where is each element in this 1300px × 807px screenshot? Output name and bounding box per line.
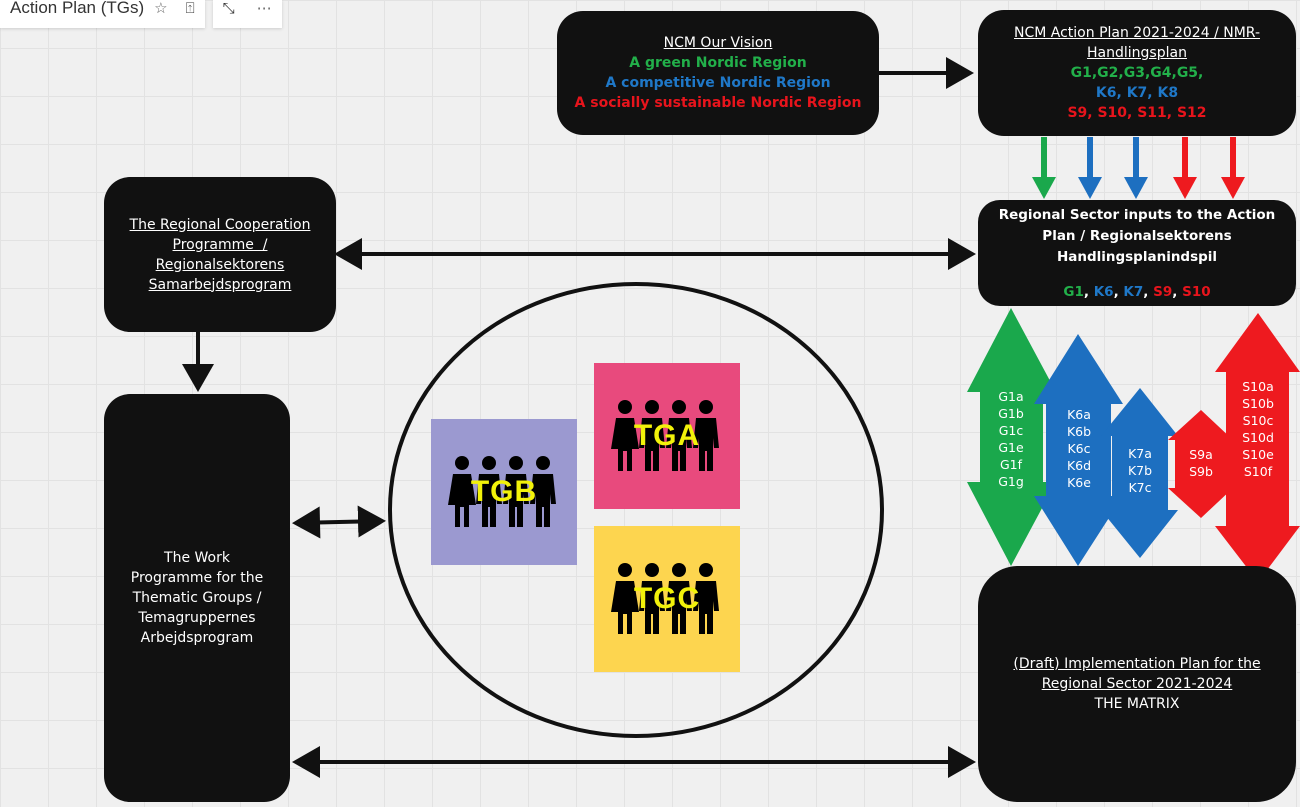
person-figure — [666, 400, 692, 471]
sector-code-s9: S9 — [1153, 283, 1173, 300]
k7-arrow-list: K7a K7b K7c — [1122, 445, 1158, 496]
sector-inputs-title: Regional Sector inputs to the Action Pla… — [998, 206, 1276, 265]
sector-code-g1: G1 — [1063, 283, 1084, 300]
person-figure — [530, 456, 556, 527]
people-icon — [448, 456, 556, 527]
person-figure — [448, 456, 476, 527]
upload-icon[interactable]: ⍐ — [185, 0, 195, 17]
sector-code-k6: K6 — [1093, 283, 1114, 300]
list-item: K6c — [1067, 441, 1091, 456]
board-title-segment: Action Plan (TGs) ☆ ⍐ — [0, 0, 205, 28]
double-arrow-k6 — [1034, 334, 1123, 566]
action-plan-red: S9, S10, S11, S12 — [1067, 105, 1207, 121]
person-figure — [666, 563, 692, 634]
vision-social: A socially sustainable Nordic Region — [574, 95, 862, 111]
arrow-red-down-1 — [1173, 137, 1197, 199]
list-item: S10d — [1242, 430, 1274, 445]
list-item: G1g — [998, 474, 1024, 489]
double-arrow-green — [967, 308, 1056, 566]
sector-code-s10: S10 — [1182, 283, 1211, 300]
list-item: G1c — [998, 423, 1024, 438]
arrow-green-down — [1032, 137, 1056, 199]
vision-title: NCM Our Vision — [663, 35, 773, 51]
list-item: S10c — [1242, 413, 1274, 428]
regional-programme-box[interactable]: The Regional Cooperation Programme / Reg… — [104, 177, 336, 332]
person-figure — [639, 400, 665, 471]
arrow-red-down-2 — [1221, 137, 1245, 199]
double-arrow-s10 — [1215, 313, 1300, 582]
sector-code-k7: K7 — [1123, 283, 1144, 300]
implementation-line-2: Regional Sector 2021-2024 — [1041, 676, 1233, 692]
programme-line-2: Programme / — [172, 236, 268, 253]
list-item: S10f — [1243, 464, 1273, 479]
list-item: K7c — [1128, 480, 1152, 495]
work-programme-box[interactable]: The Work Programme for the Thematic Grou… — [104, 394, 290, 802]
vision-green: A green Nordic Region — [629, 55, 807, 71]
list-item: S10e — [1242, 447, 1274, 462]
implementation-line-3: THE MATRIX — [1094, 696, 1180, 712]
arrow-blue-down-2 — [1124, 137, 1148, 199]
board-title[interactable]: Action Plan (TGs) — [10, 0, 145, 17]
list-item: S9a — [1189, 447, 1213, 462]
s10-arrow-list: S10a S10b S10c S10d S10e S10f — [1237, 378, 1279, 480]
person-figure — [476, 456, 502, 527]
list-item: K6b — [1066, 424, 1092, 439]
list-item: G1e — [998, 440, 1024, 455]
s9-arrow-list: S9a S9b — [1184, 446, 1218, 480]
fit-screen-icon[interactable]: ⤡ — [222, 0, 235, 17]
list-item: S9b — [1189, 464, 1213, 479]
view-controls-segment: ⤡ ⋯ — [212, 0, 282, 28]
double-arrow-s9 — [1168, 410, 1233, 518]
more-icon[interactable]: ⋯ — [256, 0, 272, 17]
people-icon — [611, 400, 719, 471]
implementation-line-1: (Draft) Implementation Plan for the — [1013, 656, 1261, 672]
list-item: G1a — [998, 389, 1024, 404]
person-figure — [693, 400, 719, 471]
list-item: S10a — [1242, 379, 1274, 394]
sector-inputs-box[interactable]: Regional Sector inputs to the Action Pla… — [978, 200, 1296, 306]
list-item: K6a — [1067, 407, 1091, 422]
action-plan-box[interactable]: NCM Action Plan 2021-2024 / NMR-Handling… — [978, 10, 1296, 136]
group-tgc-label: TGC — [633, 582, 701, 615]
vision-box[interactable]: NCM Our Vision A green Nordic Region A c… — [557, 11, 879, 135]
list-item: S10b — [1242, 396, 1274, 411]
arrow-blue-down-1 — [1078, 137, 1102, 199]
list-item: G1b — [998, 406, 1024, 421]
action-plan-blue: K6, K7, K8 — [1095, 85, 1179, 101]
group-tga[interactable]: TGA — [594, 363, 740, 509]
programme-line-1: The Regional Cooperation — [129, 216, 311, 233]
list-item: K7b — [1127, 463, 1153, 478]
arrow-workprogramme-to-groups — [292, 505, 386, 539]
double-arrow-k7 — [1101, 388, 1178, 558]
group-tgc[interactable]: TGC — [594, 526, 740, 672]
person-figure — [693, 563, 719, 634]
action-plan-green: G1,G2,G3,G4,G5, — [1070, 65, 1204, 81]
people-icon — [611, 563, 719, 634]
green-arrow-list: G1a G1b G1c G1e G1f G1g — [993, 388, 1029, 490]
sector-inputs-codes: G1, K6, K7, S9, S10 — [1063, 283, 1211, 300]
k6-arrow-list: K6a K6b K6c K6d K6e — [1061, 406, 1097, 491]
list-item: K7a — [1128, 446, 1152, 461]
list-item: K6d — [1066, 458, 1092, 473]
board-toolbar: Action Plan (TGs) ☆ ⍐ ⤡ ⋯ — [0, 0, 282, 28]
vision-competitive: A competitive Nordic Region — [605, 75, 831, 91]
action-plan-title: NCM Action Plan 2021-2024 / NMR-Handling… — [1014, 25, 1260, 61]
programme-line-3: Regionalsektorens — [155, 256, 285, 273]
star-icon[interactable]: ☆ — [154, 0, 168, 17]
group-tgb[interactable]: TGB — [431, 419, 577, 565]
thematic-groups-circle — [388, 282, 884, 738]
programme-line-4: Samarbejdsprogram — [148, 276, 292, 293]
person-figure — [611, 400, 639, 471]
group-tgb-label: TGB — [470, 475, 538, 508]
group-tga-label: TGA — [633, 419, 701, 452]
person-figure — [503, 456, 529, 527]
work-programme-text: The Work Programme for the Thematic Grou… — [130, 550, 264, 646]
implementation-box[interactable]: (Draft) Implementation Plan for the Regi… — [978, 566, 1296, 802]
list-item: K6e — [1067, 475, 1091, 490]
person-figure — [611, 563, 639, 634]
list-item: G1f — [999, 457, 1023, 472]
person-figure — [639, 563, 665, 634]
